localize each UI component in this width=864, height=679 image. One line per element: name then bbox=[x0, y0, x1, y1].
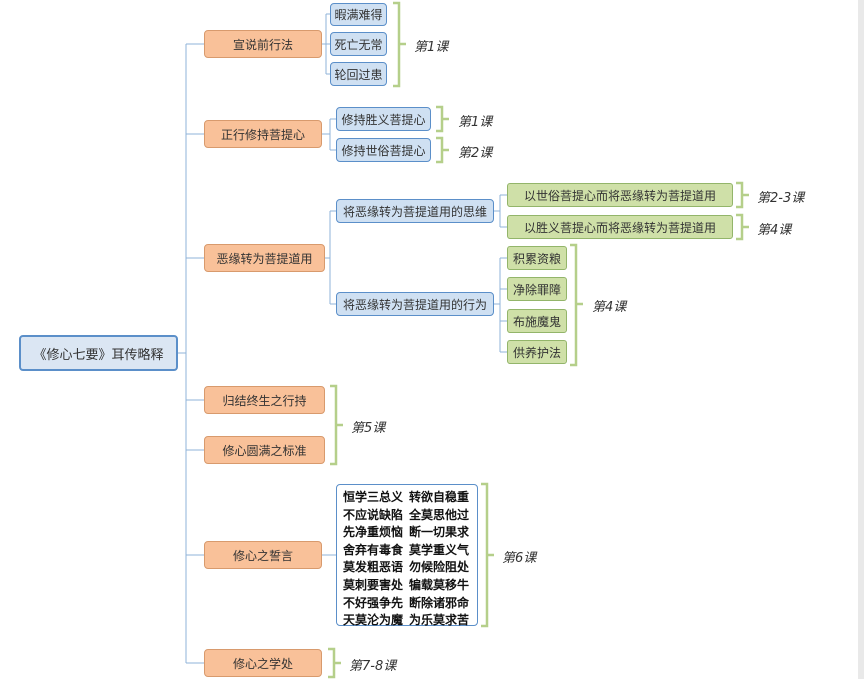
vow-row: 莫发粗恶语勿候险阻处 bbox=[343, 560, 470, 575]
leaf-relative-transform[interactable]: 以世俗菩提心而将恶缘转为菩提道用 bbox=[507, 183, 733, 207]
lesson-label: 第1课 bbox=[414, 40, 449, 55]
root-topic[interactable]: 《修心七要》耳传略释 bbox=[19, 335, 178, 371]
topic-precepts[interactable]: 修心之学处 bbox=[204, 649, 322, 677]
subtopic-relative-bodhicitta[interactable]: 修持世俗菩提心 bbox=[336, 138, 431, 162]
topic-adversity-to-path[interactable]: 恶缘转为菩提道用 bbox=[204, 244, 325, 272]
topic-lifelong-practice[interactable]: 归结终生之行持 bbox=[204, 386, 325, 414]
subtopic-impermanence[interactable]: 死亡无常 bbox=[330, 32, 387, 56]
subtopic-action[interactable]: 将恶缘转为菩提道用的行为 bbox=[336, 292, 494, 316]
subtopic-thinking[interactable]: 将恶缘转为菩提道用的思维 bbox=[336, 199, 494, 223]
leaf-purify-obscurations[interactable]: 净除罪障 bbox=[507, 277, 567, 301]
lesson-label: 第4课 bbox=[757, 223, 792, 238]
lesson-label: 第1课 bbox=[458, 115, 493, 130]
topic-preliminaries[interactable]: 宣说前行法 bbox=[204, 30, 322, 58]
lesson-label: 第2课 bbox=[458, 146, 493, 161]
leaf-offer-to-demons[interactable]: 布施魔鬼 bbox=[507, 309, 567, 333]
lesson-label: 第4课 bbox=[592, 300, 627, 315]
leaf-offer-to-protectors[interactable]: 供养护法 bbox=[507, 340, 567, 364]
vow-row: 天莫沦为魔为乐莫求苦 bbox=[343, 613, 470, 628]
topic-completion-standard[interactable]: 修心圆满之标准 bbox=[204, 436, 325, 464]
topic-commitments[interactable]: 修心之誓言 bbox=[204, 541, 322, 569]
scrollbar-edge[interactable] bbox=[858, 0, 864, 679]
subtopic-ultimate-bodhicitta[interactable]: 修持胜义菩提心 bbox=[336, 107, 431, 131]
leaf-accumulate-merit[interactable]: 积累资粮 bbox=[507, 246, 567, 270]
vow-row: 恒学三总义转欲自稳重 bbox=[343, 490, 470, 504]
commitments-list[interactable]: 恒学三总义转欲自稳重 不应说缺陷全莫思他过 先净重烦恼断一切果求 舍弃有毒食莫学… bbox=[336, 484, 478, 627]
lesson-label: 第6课 bbox=[502, 551, 537, 566]
subtopic-precious-human-life[interactable]: 暇满难得 bbox=[330, 3, 387, 26]
leaf-ultimate-transform[interactable]: 以胜义菩提心而将恶缘转为菩提道用 bbox=[507, 215, 733, 239]
vow-row: 莫刺要害处犏载莫移牛 bbox=[343, 577, 470, 592]
vow-row: 舍弃有毒食莫学重义气 bbox=[343, 542, 470, 557]
lesson-label: 第2-3课 bbox=[757, 191, 805, 206]
vow-row: 先净重烦恼断一切果求 bbox=[343, 525, 470, 540]
topic-main-practice[interactable]: 正行修持菩提心 bbox=[204, 120, 322, 148]
vow-row: 不应说缺陷全莫思他过 bbox=[343, 507, 470, 522]
subtopic-samsara-faults[interactable]: 轮回过患 bbox=[330, 62, 387, 86]
vow-row: 不好强争先断除诸邪命 bbox=[343, 595, 470, 610]
lesson-label: 第7-8课 bbox=[349, 659, 397, 674]
lesson-label: 第5课 bbox=[351, 421, 386, 436]
